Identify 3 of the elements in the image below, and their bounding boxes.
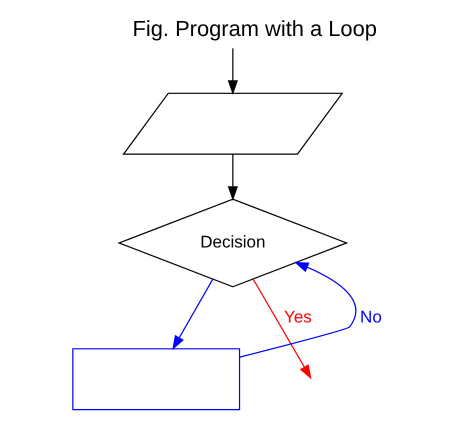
diagram-title: Fig. Program with a Loop: [132, 16, 376, 41]
edge-label: No: [360, 307, 382, 326]
edge-label: Yes: [284, 307, 312, 326]
